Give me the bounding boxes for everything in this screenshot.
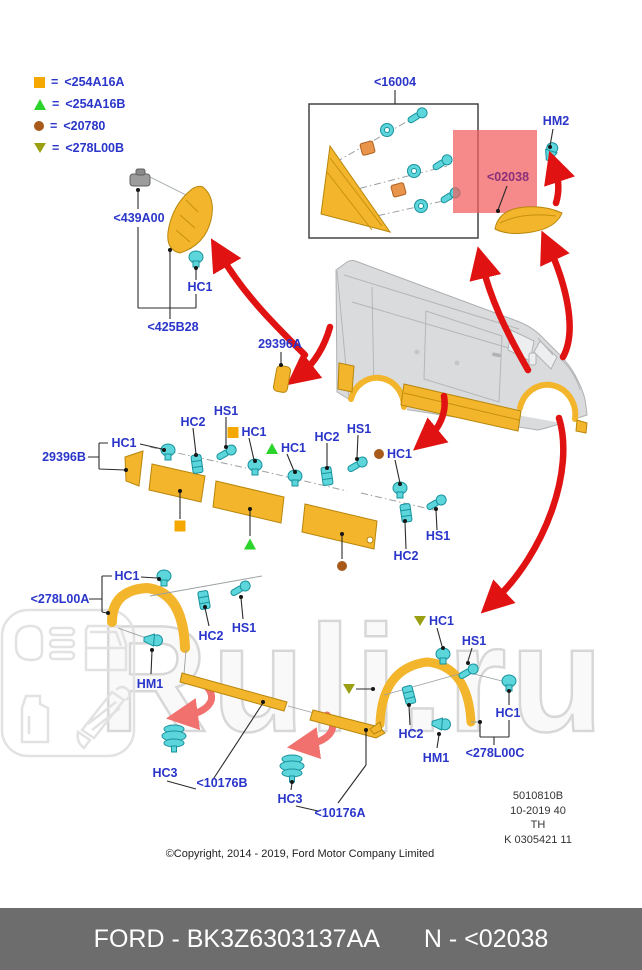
molding-4 bbox=[301, 503, 378, 550]
watermark-logo bbox=[0, 608, 138, 765]
red-arrows bbox=[165, 150, 575, 760]
arrow-to-278l00c bbox=[480, 414, 567, 614]
triangle-down-icon bbox=[34, 143, 46, 153]
wheel-arch-molding-left bbox=[107, 582, 190, 653]
reference-line: TH bbox=[530, 819, 546, 831]
legend-item-circle: =<20780 bbox=[34, 115, 125, 137]
clip-hc3-left bbox=[161, 724, 187, 753]
copyright-line: ©Copyright, 2014 - 2019, Ford Motor Comp… bbox=[165, 848, 435, 860]
clip-gray-439a00 bbox=[129, 168, 151, 187]
title-bar-part-number: FORD - BK3Z6303137AA bbox=[93, 924, 380, 953]
group-425b28 bbox=[129, 168, 213, 268]
legend-code: <254A16A bbox=[64, 75, 125, 89]
legend-code: <20780 bbox=[63, 119, 106, 133]
strip-10176b bbox=[179, 672, 288, 712]
reference-block: 5010810B 10-2019 40 TH K 0305421 11 bbox=[478, 789, 598, 847]
reference-line: 5010810B bbox=[512, 790, 564, 802]
leader-dots bbox=[106, 145, 552, 784]
rocker-strips bbox=[161, 672, 386, 783]
circle-icon bbox=[34, 121, 44, 131]
box-16004 bbox=[308, 103, 479, 239]
group-278l00c bbox=[369, 647, 517, 735]
group-278l00a bbox=[107, 569, 263, 675]
arrow-to-16004 bbox=[469, 246, 532, 374]
legend-code: <278L00B bbox=[65, 141, 125, 155]
legend-item-square: =<254A16A bbox=[34, 71, 125, 93]
reference-line: K 0305421 11 bbox=[504, 833, 572, 846]
molding-1 bbox=[124, 450, 144, 487]
legend-item-triangle-up: =<254A16B bbox=[34, 93, 125, 115]
square-icon bbox=[34, 76, 45, 88]
title-bar: FORD - BK3Z6303137AA N - <02038 bbox=[0, 908, 642, 970]
arrow-to-hm2 bbox=[544, 150, 575, 207]
title-bar-catalog-number: N - <02038 bbox=[423, 924, 549, 953]
fastener-clips bbox=[359, 105, 463, 213]
watermark-logo-icons bbox=[0, 608, 136, 758]
clip-hc3-right bbox=[279, 754, 305, 783]
wheel-arch-molding-right bbox=[375, 657, 476, 729]
highlight-02038 bbox=[453, 130, 537, 213]
group-29396b bbox=[124, 442, 449, 550]
bracket-part bbox=[167, 185, 213, 254]
van-illustration bbox=[335, 260, 588, 434]
mudflap-panel bbox=[320, 144, 392, 233]
triangle-up-icon bbox=[34, 98, 46, 110]
part-29396a bbox=[272, 365, 292, 393]
legend-item-triangle-down: =<278L00B bbox=[34, 137, 125, 159]
clip-hc1 bbox=[188, 250, 204, 268]
legend-code: <254A16B bbox=[65, 97, 126, 111]
arrow-to-425b28 bbox=[210, 238, 309, 359]
arrow-to-hc3-left bbox=[165, 682, 216, 731]
arrow-to-29396a bbox=[286, 323, 334, 386]
arrow-to-02038 bbox=[540, 230, 573, 361]
reference-line: 10-2019 40 bbox=[510, 804, 566, 817]
molding-2 bbox=[148, 463, 206, 503]
leader-lines bbox=[88, 90, 554, 812]
arrow-to-moldings bbox=[413, 392, 449, 451]
molding-3 bbox=[212, 480, 285, 524]
clip-hm2 bbox=[542, 140, 561, 163]
legend: =<254A16A=<254A16B=<20780=<278L00B bbox=[34, 71, 125, 159]
part-02038 bbox=[494, 206, 563, 234]
